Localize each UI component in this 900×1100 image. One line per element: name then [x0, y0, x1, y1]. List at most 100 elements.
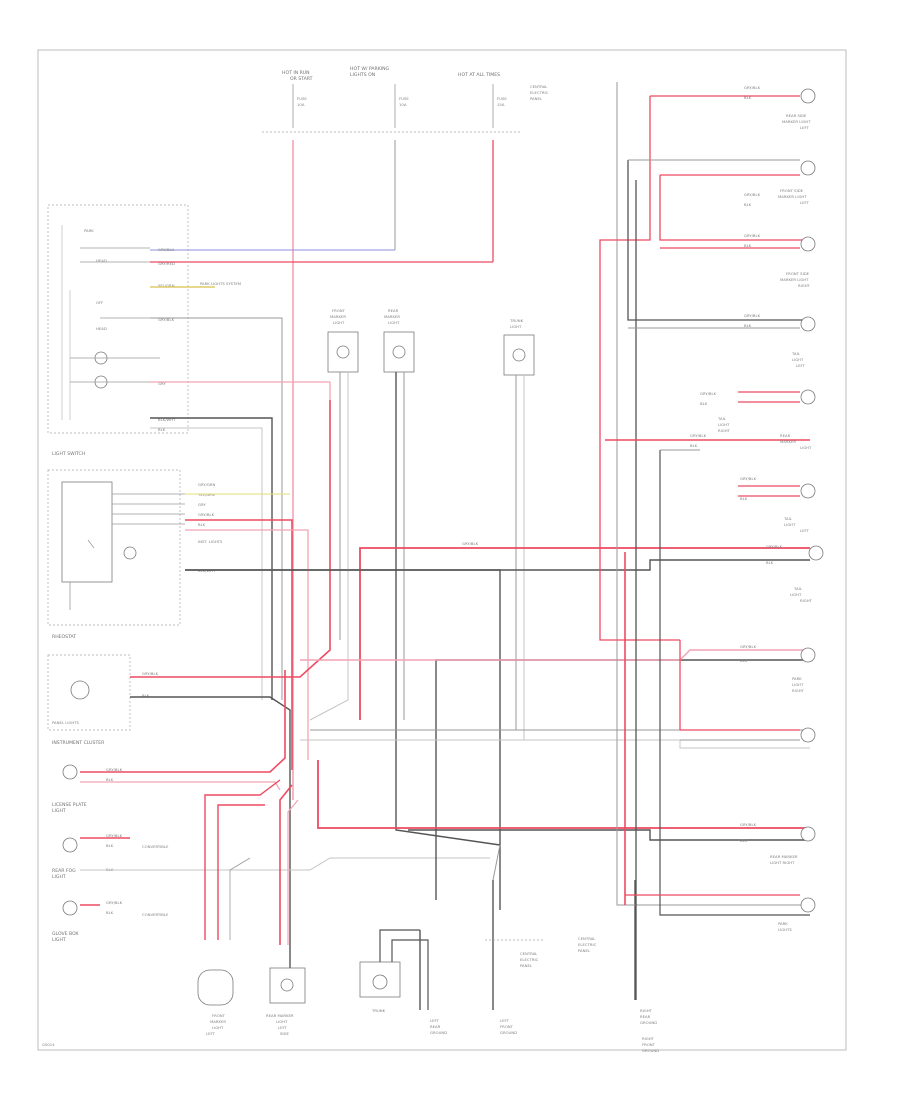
svg-text:LIGHT: LIGHT [52, 937, 66, 943]
svg-text:LEFT: LEFT [430, 1018, 440, 1023]
svg-text:GRY/BLK: GRY/BLK [766, 544, 783, 549]
svg-text:MARKER LIGHT: MARKER LIGHT [782, 119, 811, 124]
svg-text:GRY/BLK: GRY/BLK [142, 671, 159, 676]
svg-text:LEFT: LEFT [800, 528, 810, 533]
svg-text:RIGHT: RIGHT [800, 598, 813, 603]
bottom-components: FRONT MARKER LIGHT LEFT REAR MARKER LIGH… [197, 961, 401, 1036]
svg-text:BLK: BLK [740, 838, 748, 843]
svg-text:15A: 15A [497, 102, 505, 107]
svg-text:BLK: BLK [106, 910, 114, 915]
svg-text:LEFT: LEFT [500, 1018, 510, 1023]
svg-text:RIGHT: RIGHT [642, 1036, 655, 1041]
svg-text:CONVERTIBLE: CONVERTIBLE [142, 844, 169, 849]
svg-text:GRY/BLK: GRY/BLK [106, 767, 123, 772]
svg-text:PANEL: PANEL [530, 96, 543, 101]
wire-left-ground [80, 857, 490, 871]
svg-text:REAR: REAR [640, 1014, 651, 1019]
wire-switch-black [150, 417, 273, 700]
svg-text:MARKER: MARKER [384, 314, 400, 319]
svg-text:PARK: PARK [84, 228, 94, 233]
svg-text:BLK: BLK [740, 496, 748, 501]
svg-text:GRY/BLK: GRY/BLK [740, 822, 757, 827]
svg-text:LEFT: LEFT [206, 1031, 216, 1036]
svg-text:LIGHT SWITCH: LIGHT SWITCH [52, 451, 85, 457]
svg-text:TRUNK: TRUNK [371, 1008, 386, 1013]
svg-text:GRY/BLK: GRY/BLK [740, 476, 757, 481]
svg-text:FUSE: FUSE [497, 96, 507, 101]
svg-text:FUSE: FUSE [399, 96, 409, 101]
diagram-id: G0014 [42, 1042, 55, 1047]
svg-text:OR START: OR START [290, 76, 313, 82]
svg-text:GRY/RED: GRY/RED [158, 261, 175, 266]
wire-lic-pink [80, 781, 281, 791]
svg-text:LEFT: LEFT [800, 125, 810, 130]
svg-text:MARKER: MARKER [780, 439, 796, 444]
svg-text:HEAD: HEAD [96, 258, 107, 263]
svg-text:HOT AT ALL TIMES: HOT AT ALL TIMES [458, 72, 500, 78]
wire-switch-head [150, 317, 283, 700]
svg-text:BLK: BLK [700, 401, 708, 406]
svg-text:LIGHT: LIGHT [52, 874, 66, 880]
svg-text:REAR SIDE: REAR SIDE [786, 113, 807, 118]
svg-text:LIGHT: LIGHT [718, 422, 730, 427]
svg-text:BLK: BLK [142, 693, 150, 698]
svg-text:LIGHT: LIGHT [784, 522, 796, 527]
wire-b2-red [279, 784, 293, 945]
svg-text:PANEL: PANEL [578, 948, 591, 953]
svg-text:GRY/BLK: GRY/BLK [106, 900, 123, 905]
top-source-2: HOT W/ PARKING LIGHTS ON FUSE 10A [350, 66, 409, 128]
svg-text:HEAD: HEAD [96, 326, 107, 331]
diagram-frame [37, 49, 847, 1051]
wire-rheo-pink [185, 529, 309, 760]
svg-text:BLK: BLK [158, 427, 166, 432]
wire-right-col4 [627, 160, 810, 321]
svg-text:BLK: BLK [106, 843, 114, 848]
svg-text:10A: 10A [399, 102, 407, 107]
svg-text:BLK: BLK [740, 658, 748, 663]
svg-text:FRONT: FRONT [212, 1013, 226, 1018]
wire-right-col1 [616, 82, 810, 906]
svg-text:TAIL: TAIL [791, 351, 801, 356]
svg-text:LIGHT: LIGHT [792, 682, 804, 687]
svg-text:GROUND: GROUND [640, 1020, 657, 1025]
svg-text:LEFT: LEFT [278, 1025, 288, 1030]
svg-text:REAR MARKER: REAR MARKER [266, 1013, 294, 1018]
wire-switch-gray [150, 427, 263, 700]
svg-text:LICENSE PLATE: LICENSE PLATE [52, 802, 87, 808]
svg-text:GROUND: GROUND [642, 1048, 659, 1053]
svg-text:LIGHT: LIGHT [212, 1025, 224, 1030]
svg-text:LIGHT: LIGHT [792, 357, 804, 362]
wire-right-col3 [599, 96, 680, 641]
svg-text:GROUND: GROUND [430, 1030, 447, 1035]
svg-text:RIGHT: RIGHT [798, 283, 811, 288]
svg-text:MARKER: MARKER [330, 314, 346, 319]
svg-text:BLK: BLK [744, 323, 752, 328]
light-switch: PARK HEAD OFF HEAD GRY/BLU GRY/RED YEL/G… [47, 204, 241, 457]
svg-text:PANEL LIGHTS: PANEL LIGHTS [52, 720, 80, 725]
svg-text:GROUND: GROUND [500, 1030, 517, 1035]
svg-text:GRY/BLK: GRY/BLK [740, 644, 757, 649]
svg-text:FRONT SIDE: FRONT SIDE [786, 271, 810, 276]
wire-right-col5 [659, 175, 810, 241]
wire-b1-gray [229, 857, 251, 940]
wire-bus-red2 [317, 760, 810, 829]
svg-text:GRY/BLK: GRY/BLK [744, 85, 761, 90]
svg-text:GRY/BLK: GRY/BLK [744, 192, 761, 197]
svg-text:REAR MARKER: REAR MARKER [770, 854, 798, 859]
svg-text:LEFT: LEFT [796, 363, 806, 368]
svg-text:GRY/BLK: GRY/BLK [744, 233, 761, 238]
svg-text:FUSE: FUSE [297, 96, 307, 101]
svg-text:FRONT: FRONT [500, 1024, 514, 1029]
svg-text:GRY/BLK: GRY/BLK [198, 512, 215, 517]
svg-text:HOT W/ PARKING: HOT W/ PARKING [350, 66, 390, 72]
svg-text:CONVERTIBLE: CONVERTIBLE [142, 912, 169, 917]
svg-text:MARKER LIGHT: MARKER LIGHT [778, 194, 807, 199]
svg-text:PARK LIGHTS SYSTEM: PARK LIGHTS SYSTEM [200, 281, 241, 286]
svg-text:LIGHT RIGHT: LIGHT RIGHT [770, 860, 795, 865]
svg-text:ELECTRIC: ELECTRIC [578, 942, 597, 947]
svg-text:LIGHT: LIGHT [510, 324, 522, 329]
svg-text:GRY/BLK: GRY/BLK [462, 541, 479, 546]
svg-text:BLK: BLK [744, 243, 752, 248]
svg-text:BLK/WHT: BLK/WHT [158, 417, 176, 422]
